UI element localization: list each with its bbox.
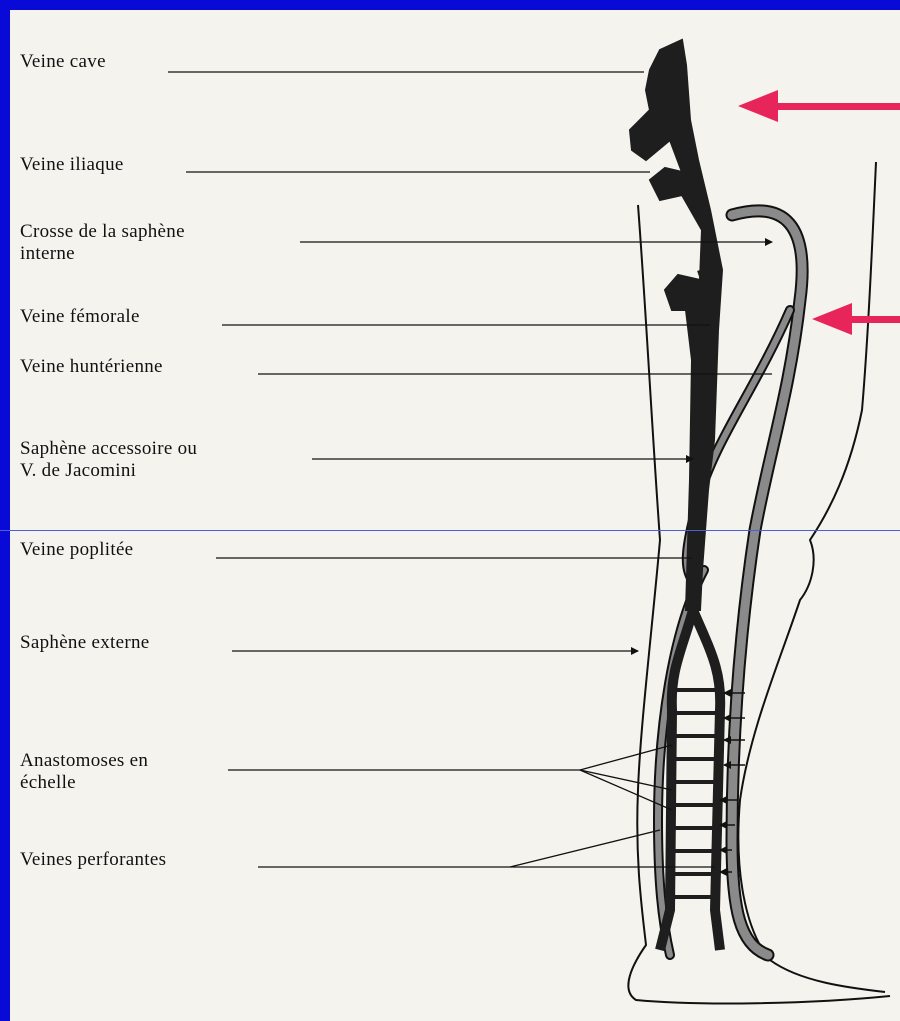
label-veine-cave: Veine cave — [20, 51, 106, 73]
label-veine-hunterienne: Veine huntérienne — [20, 356, 163, 378]
label-saphene-externe: Saphène externe — [20, 632, 150, 654]
label-crosse-saphene-interne: Crosse de la saphène interne — [20, 221, 185, 265]
label-veine-femorale: Veine fémorale — [20, 306, 140, 328]
highlight-arrow-lower — [812, 303, 900, 335]
label-saphene-accessoire: Saphène accessoire ou V. de Jacomini — [20, 438, 197, 482]
deep-veins — [630, 40, 722, 950]
label-anastomoses-echelle: Anastomoses en échelle — [20, 750, 148, 794]
diagram-frame: Veine cave Veine iliaque Crosse de la sa… — [10, 10, 900, 1021]
superficial-veins — [658, 211, 802, 955]
label-veine-poplitee: Veine poplitée — [20, 539, 133, 561]
divider-line — [0, 530, 900, 531]
label-veine-iliaque: Veine iliaque — [20, 154, 124, 176]
label-veines-perforantes: Veines perforantes — [20, 849, 166, 871]
highlight-arrow-upper — [738, 90, 900, 122]
